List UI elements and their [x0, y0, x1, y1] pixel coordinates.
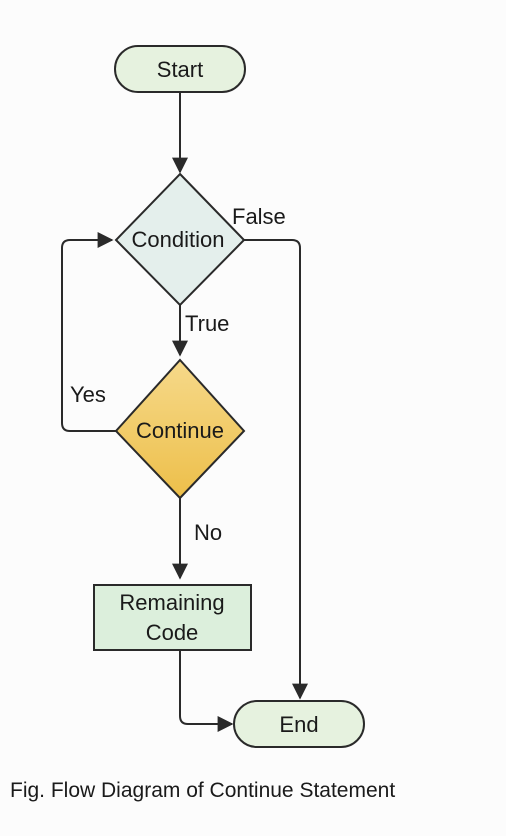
edge-remaining-to-end [179, 650, 234, 732]
continue-node: Continue [114, 358, 246, 500]
remaining-code-line2: Code [146, 620, 199, 645]
condition-node: Condition [114, 172, 246, 307]
true-edge-label: True [185, 311, 229, 336]
remaining-code-node: Remaining Code [93, 584, 252, 651]
no-edge-label: No [194, 520, 222, 545]
edge-condition-false-to-end [244, 239, 308, 700]
start-node: Start [114, 45, 246, 93]
remaining-code-line1: Remaining [119, 590, 224, 615]
edge-continue-yes-loop [61, 232, 116, 432]
yes-edge-label: Yes [70, 382, 106, 407]
figure-caption: Fig. Flow Diagram of Continue Statement [10, 779, 395, 802]
false-edge-label: False [232, 204, 286, 229]
end-node: End [233, 700, 365, 748]
start-label: Start [157, 57, 203, 82]
end-label: End [279, 712, 318, 737]
condition-label: Condition [132, 227, 225, 252]
continue-label: Continue [136, 418, 224, 443]
